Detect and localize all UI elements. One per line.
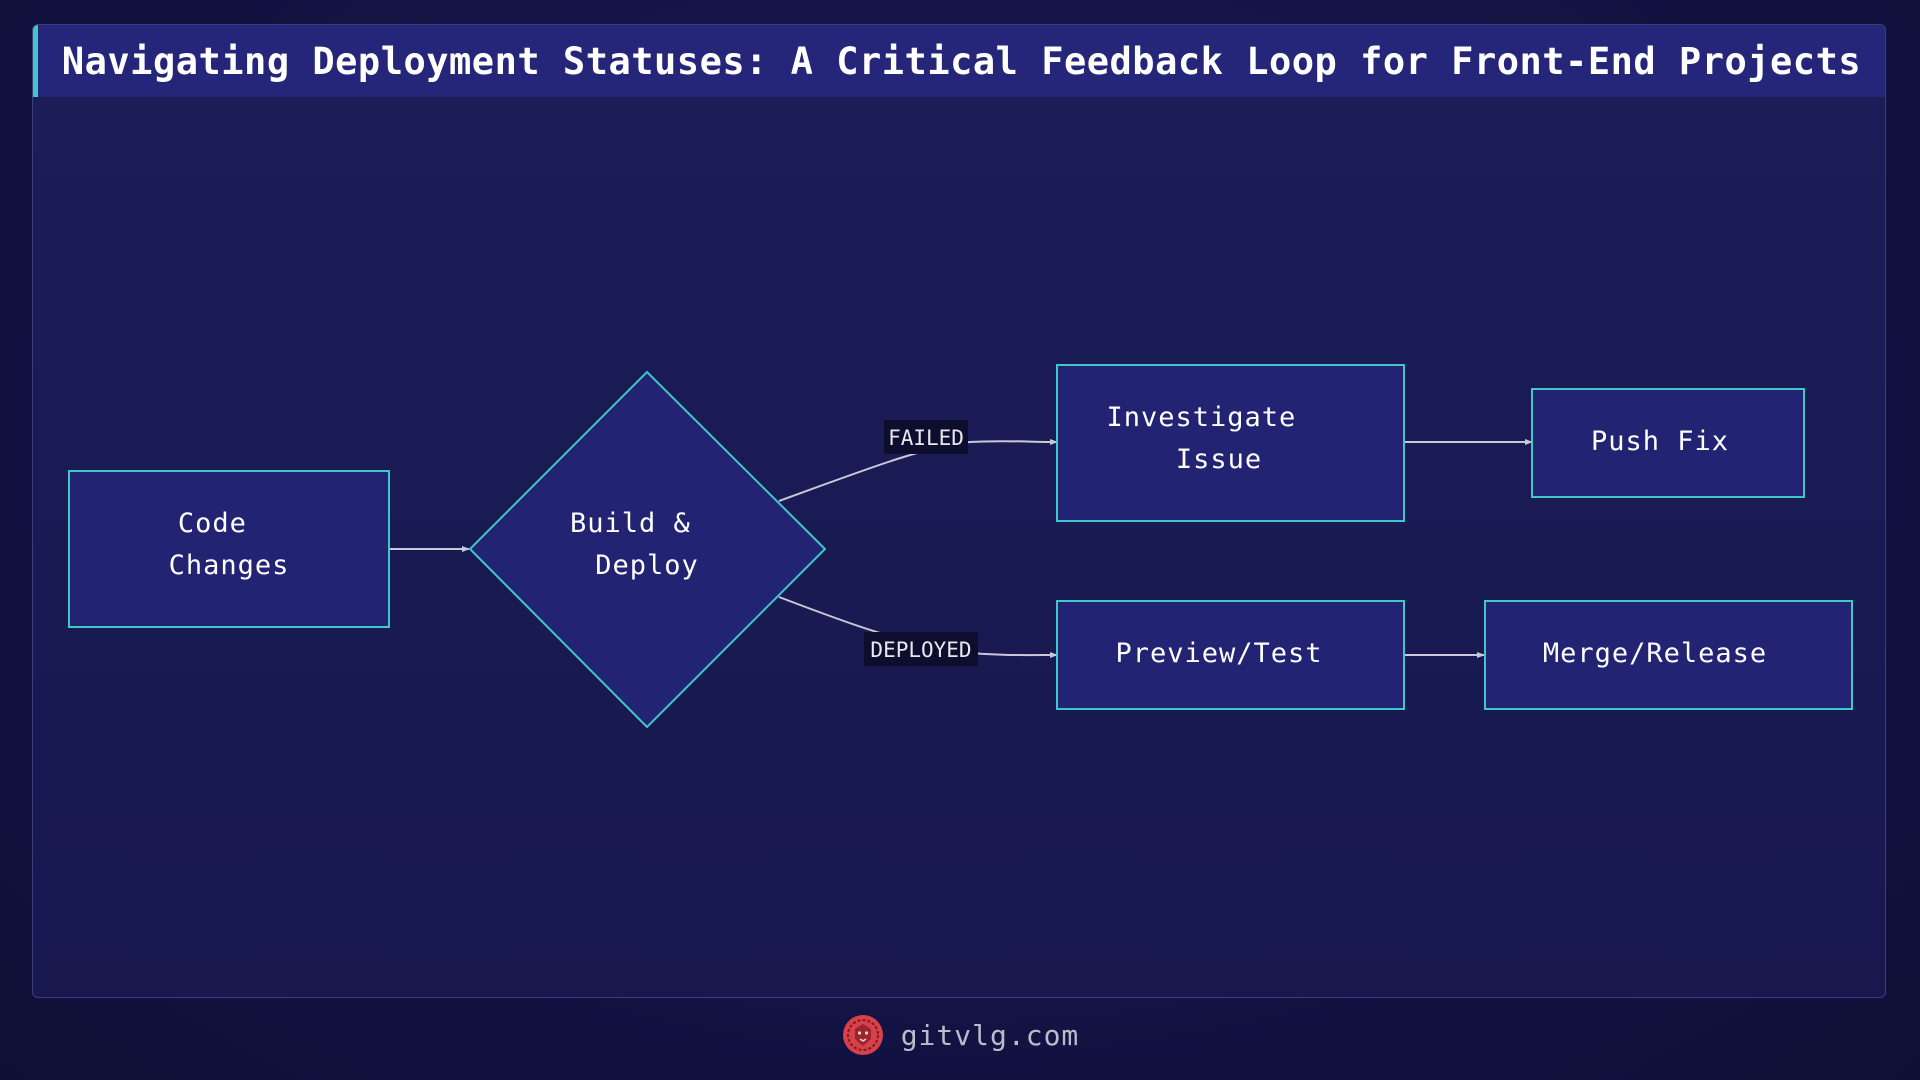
footer-site-link[interactable]: gitvlg.com bbox=[900, 1018, 1080, 1052]
node-merge-release: Merge/Release bbox=[1484, 600, 1853, 710]
node-investigate-issue: Investigate Issue bbox=[1056, 364, 1405, 522]
edge-label-failed: FAILED bbox=[884, 420, 968, 454]
node-build-deploy: Build & Deploy bbox=[468, 370, 827, 729]
node-merge-release-label: Merge/Release bbox=[1543, 638, 1767, 669]
failed-label: FAILED bbox=[888, 426, 964, 450]
lion-head-icon[interactable] bbox=[841, 1013, 885, 1057]
title-bar: Navigating Deployment Statuses: A Critic… bbox=[33, 25, 1885, 97]
node-code-changes-label: Code Changes bbox=[169, 508, 290, 581]
node-push-fix-label: Push Fix bbox=[1591, 426, 1729, 457]
deployed-label: DEPLOYED bbox=[870, 638, 971, 662]
node-push-fix: Push Fix bbox=[1531, 388, 1805, 498]
node-build-deploy-label: Build & Deploy bbox=[570, 508, 708, 581]
edge-label-deployed: DEPLOYED bbox=[864, 632, 978, 666]
footer: gitvlg.com bbox=[0, 1010, 1920, 1060]
node-preview-test: Preview/Test bbox=[1056, 600, 1405, 710]
node-investigate-issue-label: Investigate Issue bbox=[1106, 402, 1313, 475]
page-title: Navigating Deployment Statuses: A Critic… bbox=[61, 39, 1862, 83]
node-code-changes: Code Changes bbox=[68, 470, 390, 628]
node-preview-test-label: Preview/Test bbox=[1115, 638, 1322, 669]
